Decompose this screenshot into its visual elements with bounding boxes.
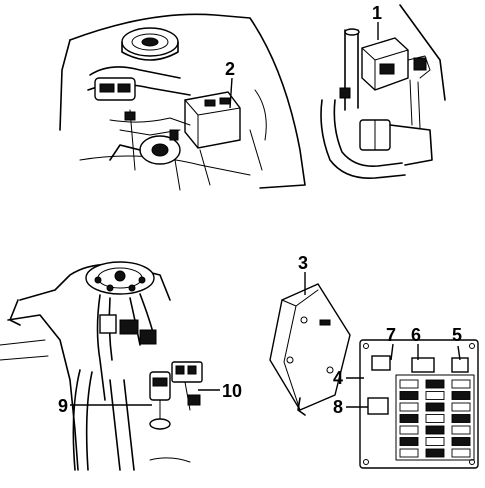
callout-9: 9 bbox=[58, 396, 68, 416]
callout-6: 6 bbox=[411, 325, 421, 345]
fuse-cell bbox=[425, 437, 445, 446]
ecm-module-illustration bbox=[269, 283, 351, 416]
callout-8: 8 bbox=[333, 397, 343, 417]
engine-bay-illustration bbox=[59, 13, 306, 191]
fuse-cell bbox=[399, 448, 419, 458]
callout-10: 10 bbox=[222, 381, 242, 401]
fuse-cell bbox=[451, 379, 471, 389]
control-module-illustration bbox=[320, 4, 446, 179]
fuse-cell bbox=[425, 379, 445, 389]
callout-7: 7 bbox=[386, 325, 396, 345]
fuse-cell bbox=[425, 414, 445, 423]
fuse-cell bbox=[451, 402, 471, 412]
callout-3: 3 bbox=[298, 253, 308, 273]
fuse-grid bbox=[399, 379, 471, 458]
fuse-cell bbox=[399, 402, 419, 412]
fuse-cell bbox=[399, 414, 419, 423]
fuse-cell bbox=[451, 414, 471, 423]
fuse-cell bbox=[399, 379, 419, 389]
fuse-cell bbox=[425, 448, 445, 458]
fuse-cell bbox=[451, 448, 471, 458]
fuse-cell bbox=[425, 402, 445, 412]
fuse-cell bbox=[399, 437, 419, 446]
ignition-area-illustration bbox=[0, 261, 203, 471]
fuse-cell bbox=[399, 391, 419, 400]
fuse-cell bbox=[399, 425, 419, 435]
callout-4: 4 bbox=[333, 368, 343, 388]
fuse-cell bbox=[451, 391, 471, 400]
fuse-cell bbox=[425, 425, 445, 435]
fuse-box-illustration bbox=[359, 339, 479, 469]
callout-labels: 1 2 3 4 5 6 7 8 9 10 bbox=[58, 3, 462, 417]
leader-lines bbox=[70, 22, 461, 408]
callout-2: 2 bbox=[225, 59, 235, 79]
callout-5: 5 bbox=[452, 325, 462, 345]
fuse-cell bbox=[451, 425, 471, 435]
callout-1: 1 bbox=[372, 3, 382, 23]
fuse-cell bbox=[451, 437, 471, 446]
fuse-cell bbox=[425, 391, 445, 400]
